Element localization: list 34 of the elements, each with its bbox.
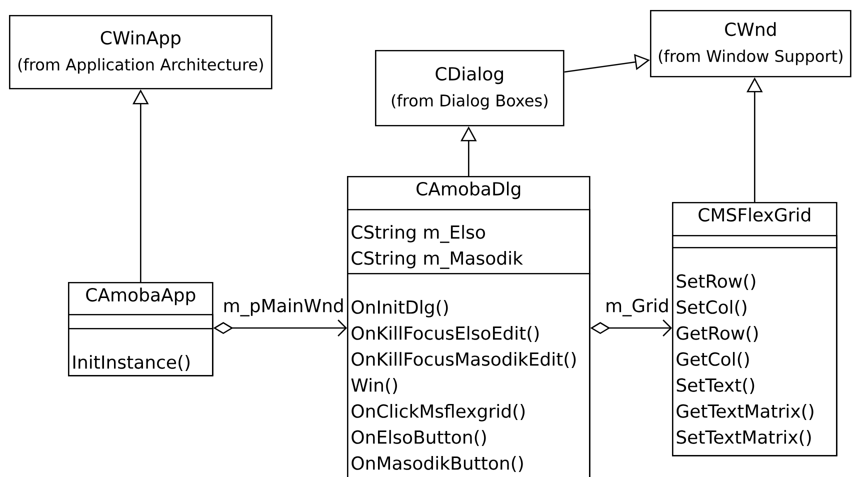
method-text: GetTextMatrix() (676, 404, 814, 420)
method-text: CString m_Elso (352, 224, 485, 243)
method-text: OnClickMsflexgrid() (352, 404, 525, 422)
method-text: SetText() (676, 378, 754, 394)
method-text: GetRow() (676, 326, 758, 342)
class-name: CWinApp (100, 30, 180, 48)
package-note: (from Window Support) (658, 50, 842, 66)
class-name: CMSFlexGrid (698, 208, 810, 222)
method-text: SetRow() (676, 274, 756, 290)
package-note: (from Application Architecture) (18, 58, 263, 74)
method-text: SetCol() (676, 300, 746, 316)
method-text: GetCol() (676, 352, 749, 368)
class-box (9, 15, 272, 90)
class-name: CAmobaApp (86, 288, 196, 306)
empty-compartment (68, 314, 214, 330)
method-text: OnElsoButton() (352, 430, 486, 446)
class-name: CWnd (725, 22, 776, 36)
method-text: SetTextMatrix() (676, 430, 811, 446)
method-text: InitInstance() (73, 354, 190, 372)
method-text: OnMasodikButton() (352, 456, 523, 472)
empty-compartment (672, 235, 838, 248)
class-compartment (347, 209, 590, 274)
class-name: CAmobaDlg (416, 182, 520, 200)
method-text: OnKillFocusMasodikEdit() (352, 352, 576, 368)
package-note: (from Dialog Boxes) (392, 94, 548, 110)
method-text: OnKillFocusElsoEdit() (352, 326, 539, 342)
method-text: Win() (351, 378, 397, 394)
class-box (375, 50, 564, 126)
edge-label: m_Grid (606, 298, 668, 316)
method-text: CString m_Masodik (352, 250, 523, 269)
class-box (650, 10, 852, 78)
edge-label: m_pMainWnd (224, 298, 343, 316)
method-text: OnInitDlg() (352, 300, 448, 318)
class-name: CDialog (436, 66, 503, 84)
